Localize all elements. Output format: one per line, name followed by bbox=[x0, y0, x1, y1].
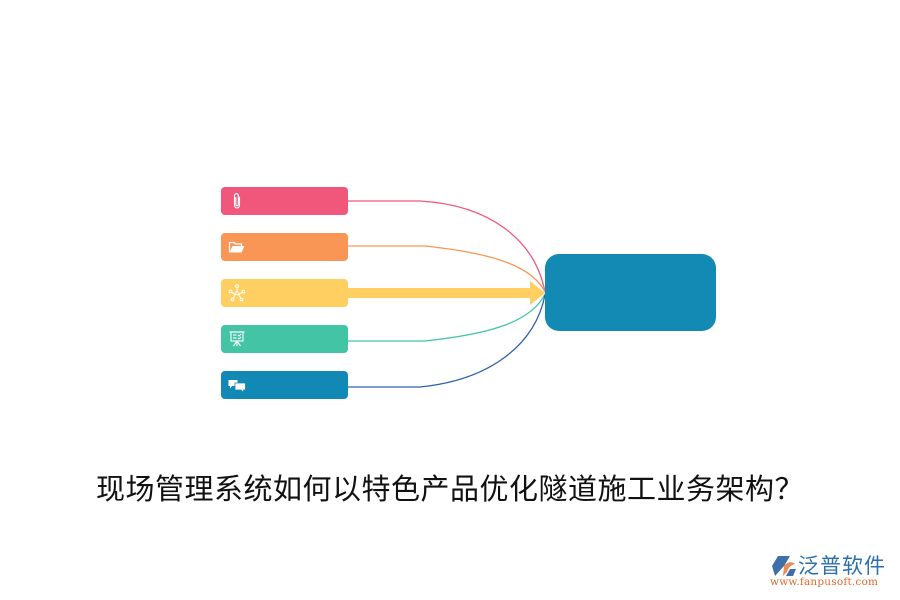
node-2[interactable] bbox=[221, 233, 348, 261]
node-3[interactable] bbox=[221, 279, 348, 307]
paperclip-icon bbox=[233, 193, 241, 209]
logo-name: 泛普软件 bbox=[798, 554, 886, 578]
connector-line-5 bbox=[348, 294, 546, 388]
logo-url: www.fanpusoft.com bbox=[770, 576, 879, 588]
network-hub-icon bbox=[228, 284, 246, 302]
node-5[interactable] bbox=[221, 371, 348, 399]
fanpu-logo-icon bbox=[772, 556, 796, 576]
main-arrow bbox=[346, 281, 545, 305]
node-4[interactable] bbox=[221, 325, 348, 353]
connector-line-1 bbox=[348, 200, 546, 293]
page-title: 现场管理系统如何以特色产品优化隧道施工业务架构？ bbox=[95, 472, 804, 506]
presentation-board-icon bbox=[229, 331, 245, 347]
folder-open-icon bbox=[228, 241, 245, 253]
brand-logo: 泛普软件 www.fanpusoft.com bbox=[768, 552, 896, 592]
chat-bubbles-icon bbox=[228, 380, 246, 394]
connector-line-2 bbox=[348, 245, 546, 293]
connector-line-4 bbox=[348, 293, 546, 342]
node-1[interactable] bbox=[221, 187, 348, 215]
center-box[interactable] bbox=[545, 254, 716, 331]
